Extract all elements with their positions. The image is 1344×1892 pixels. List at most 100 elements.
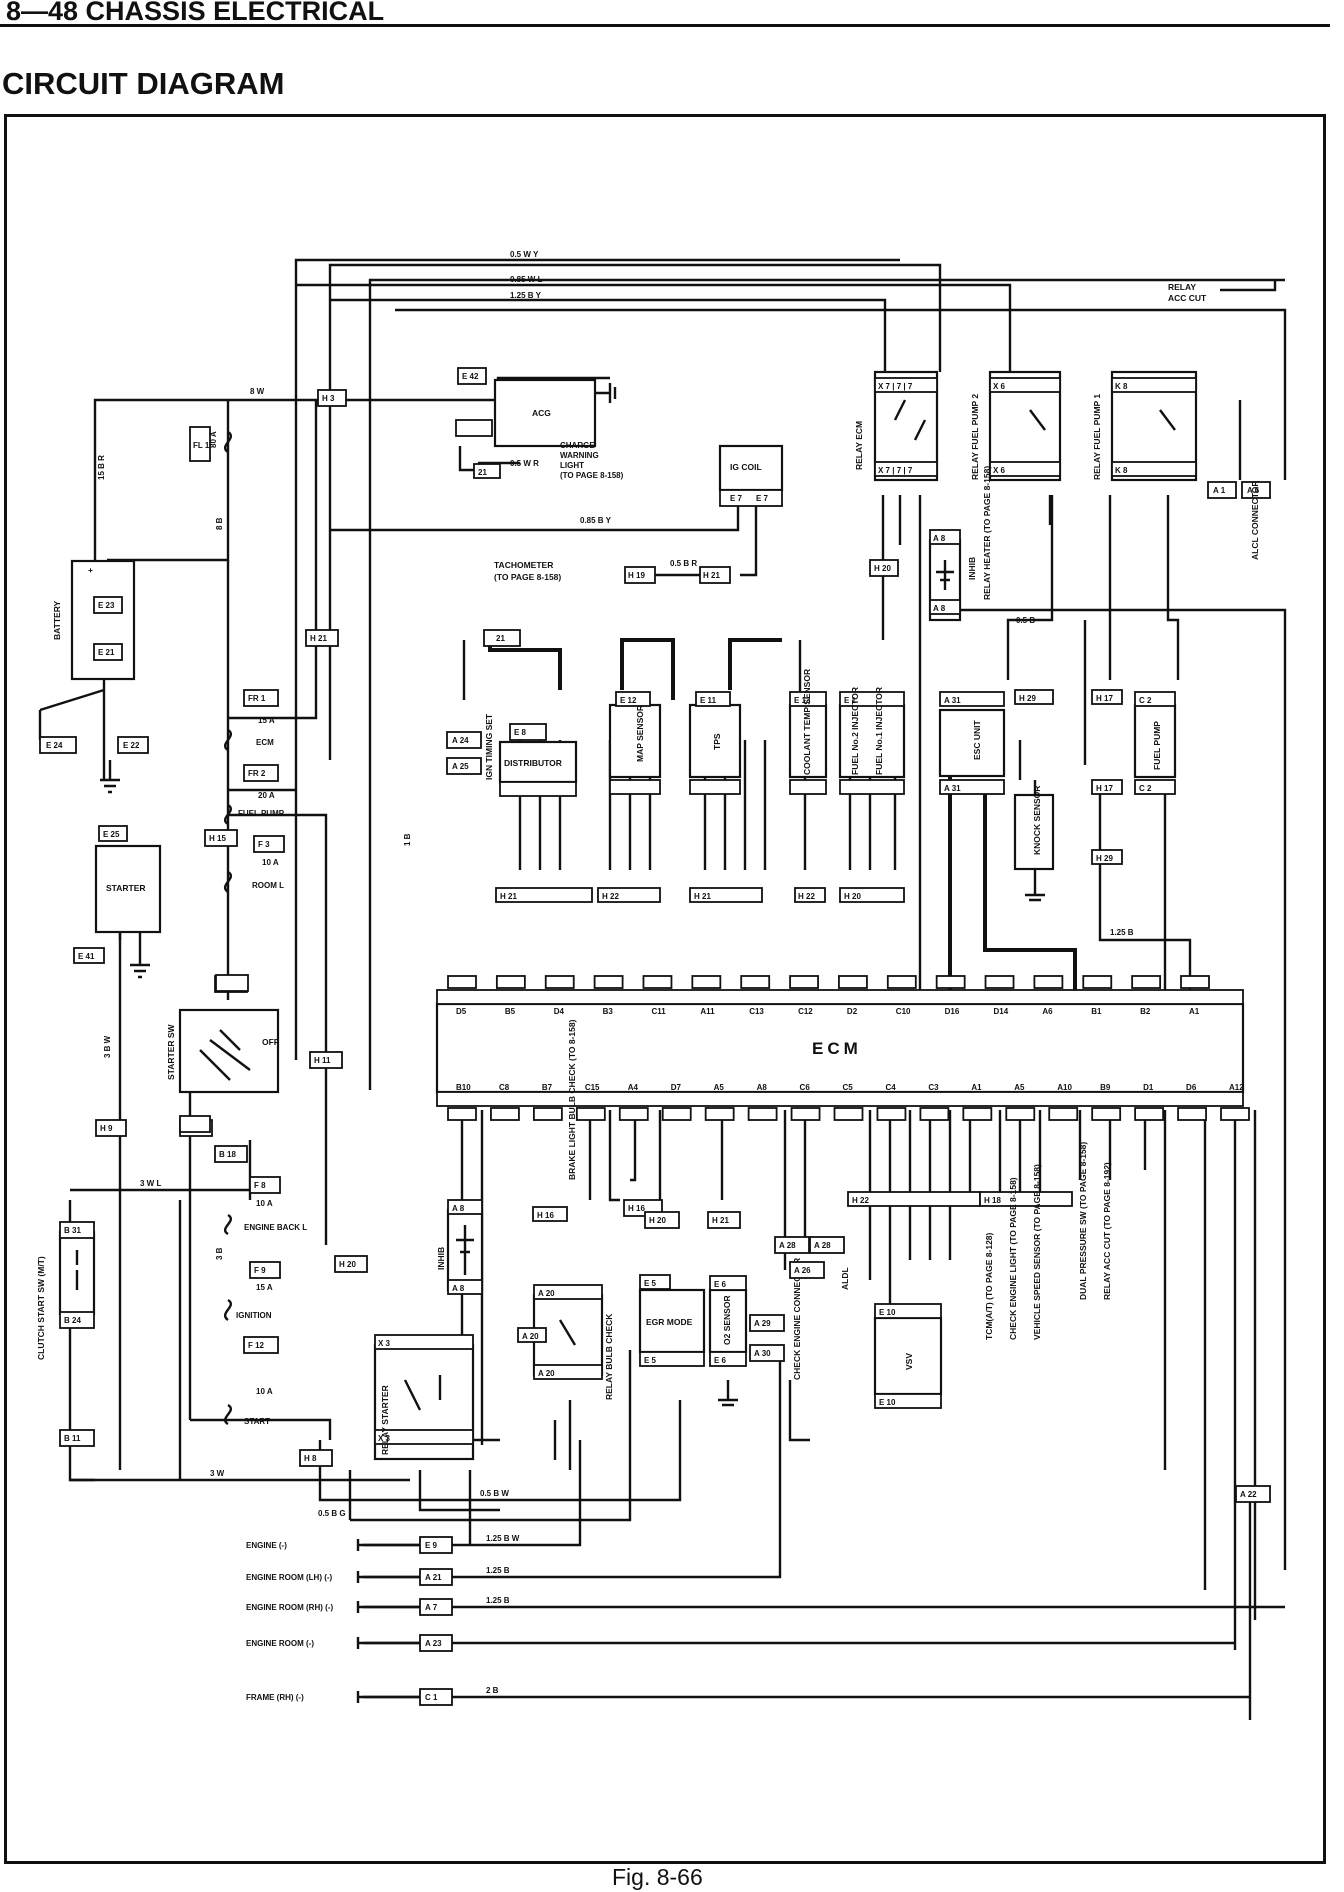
battery: BATTERY + E 23 E 21 E 24 E 22 xyxy=(38,559,149,794)
relay-ecm: X 7 | 7 | 7 X 7 | 7 | 7 RELAY ECM xyxy=(854,370,939,482)
svg-text:B 11: B 11 xyxy=(64,1434,81,1443)
svg-text:10 A: 10 A xyxy=(262,858,279,867)
svg-text:TPS: TPS xyxy=(712,733,722,750)
svg-text:E 7: E 7 xyxy=(730,494,743,503)
ecm-pin-label: A5 xyxy=(714,1083,725,1092)
ecm-pin-connector xyxy=(704,1107,735,1121)
svg-text:A 30: A 30 xyxy=(754,1349,771,1358)
ground-connector-label: E 9 xyxy=(425,1541,438,1550)
ecm-pin-label: D5 xyxy=(456,1007,467,1016)
ecm-pin-connector xyxy=(495,975,526,989)
svg-text:21: 21 xyxy=(478,468,487,477)
ecm-pin-connector xyxy=(691,975,722,989)
svg-text:H 16: H 16 xyxy=(537,1211,554,1220)
ecm-pin-connector xyxy=(1180,975,1210,989)
ecm-pin-label: A6 xyxy=(1042,1007,1053,1016)
ecm-pin-connector xyxy=(447,975,477,989)
svg-text:ENGINE BACK L: ENGINE BACK L xyxy=(244,1223,307,1232)
ground-wire xyxy=(356,1601,420,1613)
fuse-box: FR 1 15 A ECM FR 2 20 A FUEL PUMP F 3 10… xyxy=(189,426,307,1426)
svg-text:8 W: 8 W xyxy=(250,387,265,396)
page-reference: 8—48 CHASSIS ELECTRICAL xyxy=(6,0,385,26)
ecm-pin-label: C12 xyxy=(798,1007,813,1016)
svg-text:RELAY STARTER: RELAY STARTER xyxy=(380,1385,390,1455)
svg-text:STARTER: STARTER xyxy=(106,883,146,893)
svg-text:START: START xyxy=(244,1417,270,1426)
svg-text:FUEL PUMP: FUEL PUMP xyxy=(238,809,285,818)
header-rule xyxy=(0,24,1330,27)
ecm-pin-label: A11 xyxy=(700,1007,715,1016)
tps-sensor: TPS E 11 xyxy=(688,691,742,795)
svg-text:ALDL: ALDL xyxy=(840,1267,850,1290)
svg-text:A 29: A 29 xyxy=(754,1319,771,1328)
esc-unit: A 31 A 31 ESC UNIT xyxy=(938,691,1006,795)
svg-text:CHECK ENGINE CONNECTOR: CHECK ENGINE CONNECTOR xyxy=(792,1258,802,1380)
ground-wire-label: 1.25 B W xyxy=(486,1534,520,1543)
ecm-pin-label: A5 xyxy=(1014,1083,1025,1092)
svg-text:VEHICLE SPEED SENSOR (TO PAGE: VEHICLE SPEED SENSOR (TO PAGE 8-158) xyxy=(1032,1164,1042,1340)
svg-text:A 22: A 22 xyxy=(1240,1490,1257,1499)
ecm-pin-connector xyxy=(1082,975,1113,989)
svg-text:0.5 B W: 0.5 B W xyxy=(480,1489,509,1498)
relay-fuel-pump-2: X 6 X 6 RELAY FUEL PUMP 2 xyxy=(970,370,1062,482)
ground-connector-label: C 1 xyxy=(425,1693,438,1702)
ecm-pin-label: D7 xyxy=(671,1083,682,1092)
ecm-pin-connector xyxy=(1220,1107,1250,1121)
svg-text:FR 2: FR 2 xyxy=(248,769,266,778)
svg-text:E 6: E 6 xyxy=(714,1280,727,1289)
ground-wire xyxy=(356,1571,420,1583)
ecm-pin-label: A1 xyxy=(1189,1007,1200,1016)
svg-text:BATTERY: BATTERY xyxy=(52,600,62,640)
svg-text:20 A: 20 A xyxy=(258,791,275,800)
ecm-pin-label: C3 xyxy=(928,1083,939,1092)
svg-text:H 29: H 29 xyxy=(1019,694,1036,703)
svg-text:E 13: E 13 xyxy=(794,696,811,705)
svg-text:+: + xyxy=(88,565,93,575)
relay-bulb-check: A 20 A 20 A 20 RELAY BULB CHECK H 16 xyxy=(517,1206,614,1400)
ecm-pin-label: B9 xyxy=(1100,1083,1111,1092)
ground-wire-label: 1.25 B xyxy=(486,1566,510,1575)
ground-label: FRAME (RH) (-) xyxy=(246,1693,304,1702)
svg-text:F 12: F 12 xyxy=(248,1341,265,1350)
relay-starter: X 3 X 3 RELAY STARTER xyxy=(373,1334,475,1461)
svg-text:H 8: H 8 xyxy=(304,1454,317,1463)
ecm-pin-label: B5 xyxy=(505,1007,516,1016)
svg-text:E 7: E 7 xyxy=(756,494,769,503)
diagram-frame xyxy=(4,114,1326,1864)
svg-text:(TO PAGE 8-158): (TO PAGE 8-158) xyxy=(494,572,561,582)
ecm-pin-label: A12 xyxy=(1229,1083,1244,1092)
svg-text:WARNING: WARNING xyxy=(560,451,599,460)
ecm-pin-connector xyxy=(886,975,917,989)
svg-text:H 11: H 11 xyxy=(314,1056,331,1065)
ecm-pin-connector xyxy=(838,975,868,989)
svg-text:0.5 B G: 0.5 B G xyxy=(318,1509,346,1518)
svg-text:H 21: H 21 xyxy=(310,634,327,643)
svg-text:ECM: ECM xyxy=(812,1039,862,1058)
svg-text:E 24: E 24 xyxy=(46,741,63,750)
map-sensor: MAP SENSOR E 12 xyxy=(608,691,662,795)
ground-connector xyxy=(419,1598,453,1616)
vsv-lower: E 10 E 10 VSV H 22 H 18 xyxy=(847,1191,1073,1409)
svg-text:H 18: H 18 xyxy=(984,1196,1001,1205)
svg-text:H 17: H 17 xyxy=(1096,694,1113,703)
svg-text:RELAY ECM: RELAY ECM xyxy=(854,421,864,470)
svg-text:EGR MODE: EGR MODE xyxy=(646,1317,693,1327)
ground-connector xyxy=(419,1568,453,1586)
ecm-pin-connector xyxy=(747,1107,778,1121)
svg-text:E 25: E 25 xyxy=(103,830,120,839)
svg-text:3 B W: 3 B W xyxy=(103,1035,112,1058)
acg: ACG E 42 H 3 21 0.5 W R CHARGE WARNING L… xyxy=(317,367,624,480)
ecm-pin-label: B2 xyxy=(1140,1007,1151,1016)
svg-text:A 8: A 8 xyxy=(933,534,946,543)
ground-label: ENGINE ROOM (-) xyxy=(246,1639,314,1648)
svg-text:F 9: F 9 xyxy=(254,1266,266,1275)
misc-left-connectors: H 15 H 11 H 9 H 21 H 20 H 8 xyxy=(95,629,368,1467)
svg-text:B 18: B 18 xyxy=(219,1150,236,1159)
svg-text:10 A: 10 A xyxy=(256,1387,273,1396)
ecm-pin-label: C4 xyxy=(885,1083,896,1092)
ecm-pin-label: D2 xyxy=(847,1007,858,1016)
svg-text:H 29: H 29 xyxy=(1096,854,1113,863)
svg-text:X 3: X 3 xyxy=(378,1339,391,1348)
